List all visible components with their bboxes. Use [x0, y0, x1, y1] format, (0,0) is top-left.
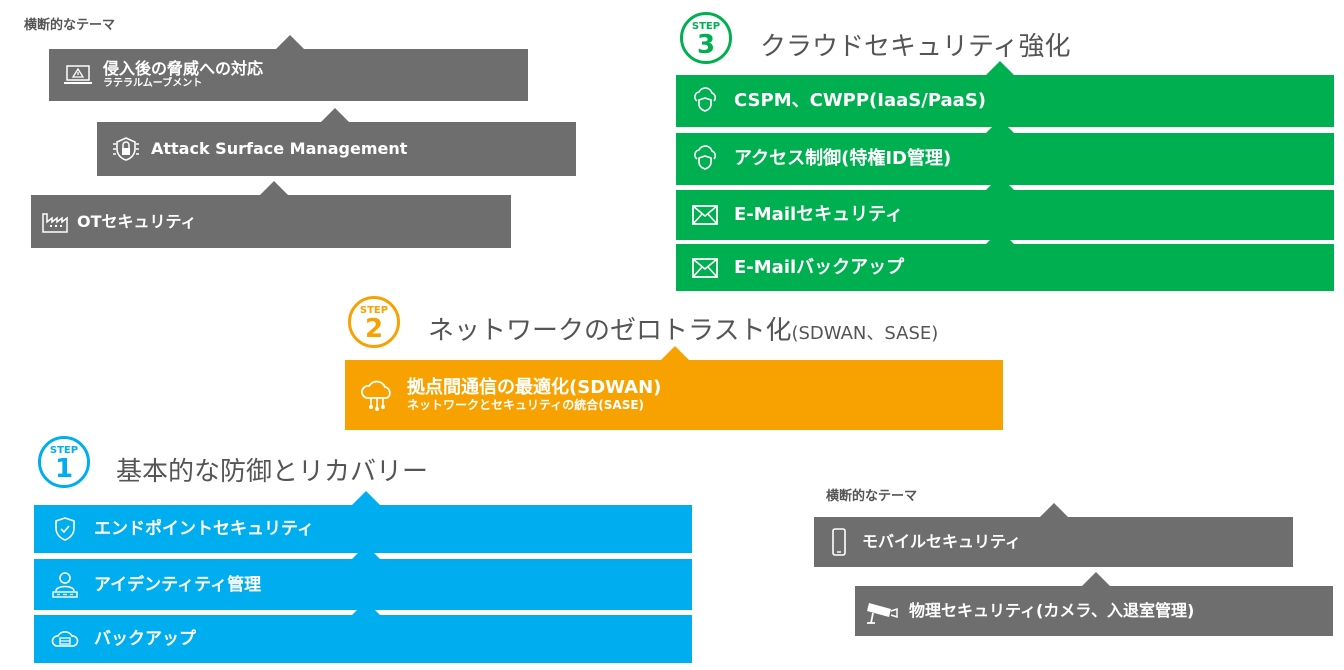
cloud-backup-icon	[50, 624, 80, 654]
connector-notch	[352, 545, 380, 559]
step-item-title: アイデンティティ管理	[94, 574, 262, 595]
step1-item-endpoint: エンドポイントセキュリティ	[34, 505, 692, 553]
step-title-suffix: (SDWAN、SASE)	[791, 323, 939, 344]
step-title-3: クラウドセキュリティ強化	[760, 32, 1071, 62]
theme-item-title: 物理セキュリティ(カメラ、入退室管理)	[909, 601, 1195, 620]
step1-item-backup: バックアップ	[34, 615, 692, 663]
step-title-2: ネットワークのゼロトラスト化(SDWAN、SASE)	[428, 310, 938, 347]
connector-notch	[1082, 572, 1110, 586]
step-label: STEP	[49, 445, 79, 456]
connector-notch	[986, 176, 1014, 190]
mail-icon	[688, 253, 722, 283]
step-number: 2	[364, 314, 384, 344]
cloud-shield-icon	[688, 86, 722, 116]
connector-notch	[321, 108, 349, 122]
theme-item-subtitle: ラテラルムーブメント	[103, 78, 203, 89]
step-title-main: ネットワークのゼロトラスト化	[428, 316, 792, 346]
theme-item-title: 侵入後の脅威への対応	[103, 59, 264, 78]
mail-icon	[688, 200, 722, 230]
theme-item-title: OTセキュリティ	[77, 211, 197, 231]
theme-item-mobile: モバイルセキュリティ	[814, 517, 1293, 567]
connector-notch	[352, 491, 380, 505]
connector-notch	[986, 61, 1014, 75]
theme-item-asm: Attack Surface Management	[97, 122, 576, 176]
user-id-icon	[50, 570, 80, 600]
step-item-title: E-Mailバックアップ	[734, 256, 905, 278]
cross-theme-label-left: 横断的なテーマ	[24, 18, 116, 33]
step-badge-2: STEP 2	[348, 296, 400, 348]
step-item-title: バックアップ	[94, 629, 196, 649]
shield-lock-icon	[109, 134, 143, 164]
cross-theme-label-right: 横断的なテーマ	[826, 489, 918, 504]
step-item-title: 拠点間通信の最適化(SDWAN)	[407, 377, 662, 398]
step-item-title: アクセス制御(特権ID管理)	[734, 148, 952, 169]
step3-item-email-backup: E-Mailバックアップ	[676, 244, 1334, 291]
step-number: 3	[696, 30, 716, 60]
step-badge-1: STEP 1	[38, 436, 90, 488]
connector-notch	[260, 181, 288, 195]
connector-notch	[986, 119, 1014, 133]
cloud-network-icon	[357, 377, 397, 413]
shield-check-icon	[50, 514, 80, 544]
step-label: STEP	[359, 305, 389, 316]
connector-notch	[352, 601, 380, 615]
theme-item-title: モバイルセキュリティ	[862, 532, 1022, 551]
step-item-title: E-Mailセキュリティ	[734, 204, 904, 225]
step-item-subtitle: ネットワークとセキュリティの統合(SASE)	[407, 398, 645, 412]
step3-item-cspm: CSPM、CWPP(IaaS/PaaS)	[676, 75, 1334, 127]
connector-notch	[1040, 503, 1068, 517]
step-item-title: CSPM、CWPP(IaaS/PaaS)	[734, 90, 987, 111]
connector-notch	[276, 35, 304, 49]
step-number: 1	[54, 454, 74, 484]
theme-item-title: Attack Surface Management	[151, 139, 408, 158]
cloud-shield-icon	[688, 144, 722, 174]
connector-notch	[661, 346, 689, 360]
step-item-title: エンドポイントセキュリティ	[94, 519, 314, 539]
step-title-1: 基本的な防御とリカバリー	[116, 457, 429, 487]
smartphone-icon	[828, 527, 850, 557]
factory-icon	[39, 207, 73, 237]
step-badge-3: STEP 3	[680, 12, 732, 64]
step-label: STEP	[691, 21, 721, 32]
security-camera-icon	[863, 596, 901, 626]
theme-item-ot-security: OTセキュリティ	[31, 195, 511, 248]
connector-notch	[986, 230, 1014, 244]
step2-item-sdwan: 拠点間通信の最適化(SDWAN) ネットワークとセキュリティの統合(SASE)	[345, 360, 1003, 430]
theme-item-physical: 物理セキュリティ(カメラ、入退室管理)	[855, 586, 1333, 636]
laptop-warning-icon	[61, 60, 95, 90]
theme-item-lateral-movement: 侵入後の脅威への対応 ラテラルムーブメント	[49, 49, 528, 101]
